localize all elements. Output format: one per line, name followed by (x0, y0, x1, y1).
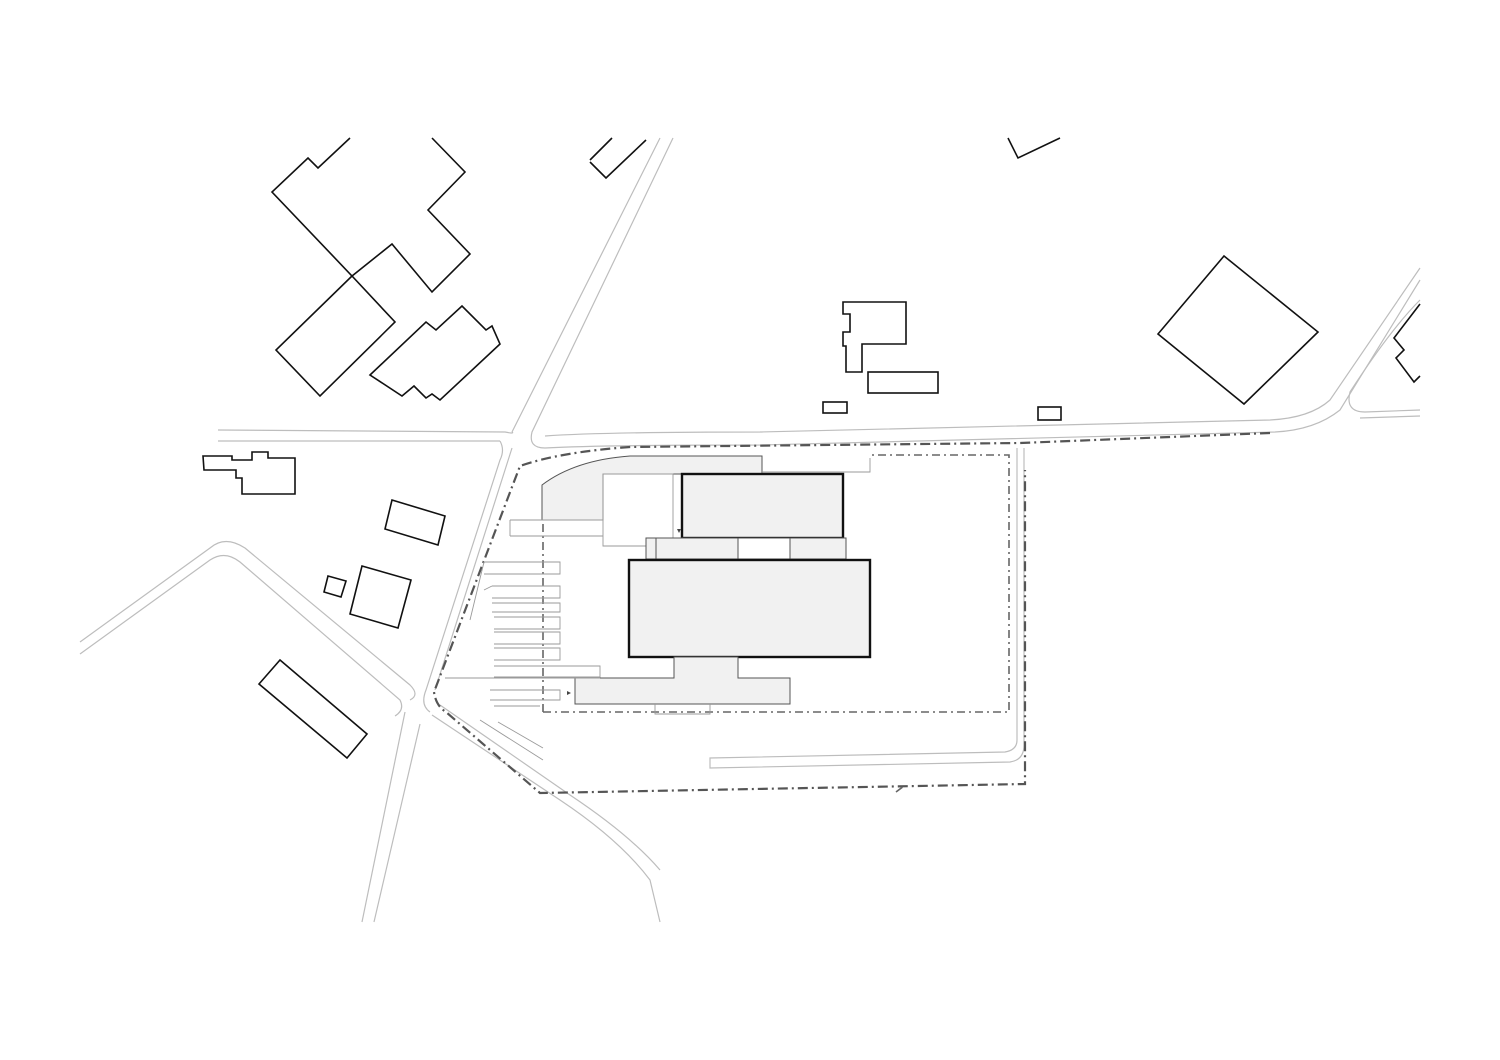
project-link-gap (737, 537, 791, 560)
entry-marker-south (567, 691, 571, 695)
road-south-west (79, 540, 416, 717)
building-north-small (589, 137, 647, 180)
building-north-center (842, 301, 907, 373)
project-south-wing (574, 656, 791, 705)
project-entry-pad (645, 537, 657, 560)
parking-area (445, 561, 601, 761)
building-west-rect (384, 498, 446, 547)
building-west-square (349, 565, 412, 629)
site-boundary-outer (432, 431, 1271, 795)
project-site (432, 431, 1271, 795)
road-north-south (361, 440, 513, 923)
neighboring-buildings (202, 137, 1421, 760)
road-east-west (217, 267, 1421, 449)
building-sw-long (257, 658, 369, 760)
entry-marker-north (677, 529, 681, 533)
site-boundary-inner (542, 454, 1010, 713)
road-network (79, 137, 1421, 923)
building-nw-stepped (368, 304, 501, 402)
road-east-service (709, 448, 1025, 769)
building-north-center-annex (867, 371, 939, 394)
road-north-diagonal (511, 137, 674, 449)
building-nw-square (274, 274, 397, 398)
project-south-footprint (654, 704, 711, 715)
building-ne-diamond (1156, 254, 1320, 406)
parking-stalls (445, 561, 601, 761)
road-south-east (431, 704, 661, 923)
building-west-tiny (323, 575, 348, 598)
building-small-2 (1037, 406, 1062, 421)
building-ne-edge (1392, 303, 1421, 384)
boundary-tick (895, 785, 905, 793)
project-north-block (680, 472, 845, 540)
building-nw-large (270, 137, 472, 294)
building-north-fragment (1007, 137, 1061, 160)
road-east-branch (1348, 299, 1421, 419)
project-main-block (627, 558, 872, 659)
building-small-1 (822, 401, 848, 414)
building-west-stepped (202, 451, 296, 495)
